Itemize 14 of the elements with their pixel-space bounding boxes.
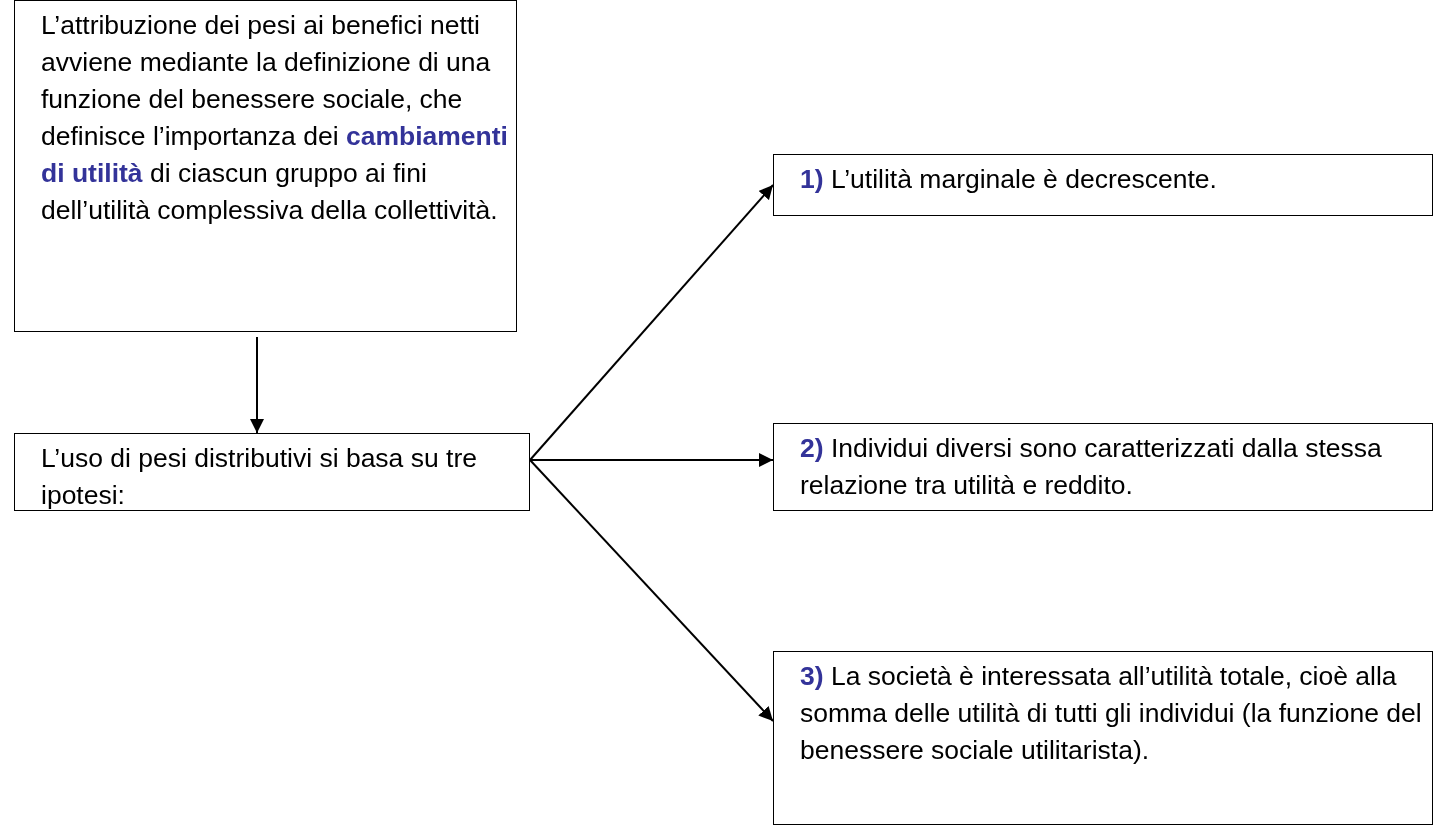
arrow <box>250 336 264 434</box>
arrow <box>529 184 774 461</box>
box-text: 2) Individui diversi sono caratterizzati dalla stessa relazione tra utilità e reddito. <box>800 432 1383 502</box>
box-text: 3) La società è interessata all’utilità totale, cioè alla somma delle utilità di tutti gli individui (la funzione del benessere sociale utilitarista). <box>800 660 1423 767</box>
box-text: L’uso di pesi distributivi si basa su tre ipotesi: <box>41 442 478 512</box>
arrow <box>529 459 774 722</box>
box-text: L’attribuzione dei pesi ai benefici netti avviene mediante la definizione di una funzione del benessere sociale, che definisce l’importanza dei cambiamenti di utilità di ciascun gruppo ai fini dell’utilità complessiva della collettività. <box>41 9 508 227</box>
box-text: 1) L’utilità marginale è decrescente. <box>800 163 1218 196</box>
text-box <box>773 423 1433 511</box>
text-box <box>14 433 530 511</box>
text-box <box>14 0 517 332</box>
text-box <box>773 154 1433 216</box>
arrow <box>529 453 774 467</box>
text-box <box>773 651 1433 825</box>
